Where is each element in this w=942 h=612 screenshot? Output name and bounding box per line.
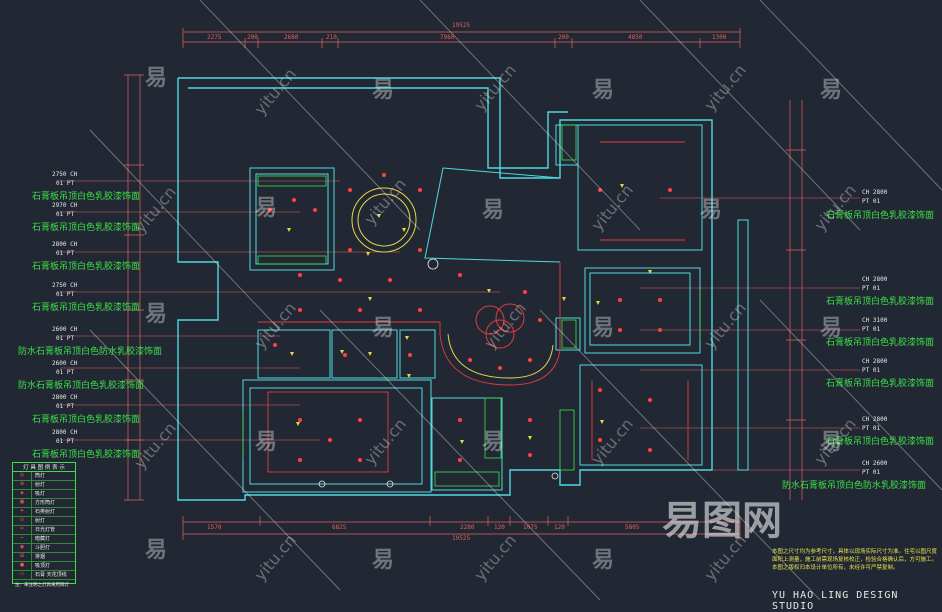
watermark-char: 易	[820, 78, 843, 103]
bottom-dim: 5805	[625, 524, 640, 531]
top-dim: 2680	[284, 34, 299, 41]
right-leader-lines	[640, 197, 860, 471]
bottom-dimension-lines	[182, 516, 741, 540]
legend-row: ┅暗藏灯	[13, 535, 75, 544]
watermark-char: 易	[592, 78, 615, 103]
watermark-char: 易	[592, 548, 615, 573]
watermark-char: 易	[482, 430, 505, 455]
watermark-char: 易	[145, 302, 168, 327]
watermark-char: 易	[372, 548, 395, 573]
watermark-char: 易	[820, 430, 843, 455]
bottom-dim: 2280	[460, 524, 475, 531]
legend-row: ●吸顶灯	[13, 562, 75, 571]
top-dimension-lines	[182, 28, 741, 48]
wall-details	[242, 124, 701, 487]
left-dimension-lines	[124, 74, 144, 501]
watermark-char: 易	[145, 66, 168, 91]
legend-row: ═日光灯管	[13, 526, 75, 535]
downlights	[268, 173, 672, 462]
design-notes: 本图之尺寸均为参考尺寸，具体以现场实际尺寸为准。住宅以图尺度面积上测量，施工前需…	[772, 549, 938, 571]
legend-row: ▭石膏 天花顶线	[13, 571, 75, 580]
top-dim: 200	[247, 34, 258, 41]
ceiling-circle	[351, 187, 554, 379]
bottom-dim: 1075	[523, 524, 538, 531]
legend-title: 灯 具 图 例 表 示	[13, 463, 75, 472]
watermark-lines	[89, 0, 942, 600]
ceiling-height-markers	[287, 184, 652, 444]
top-dim: 4850	[628, 34, 643, 41]
legend-row: ◈吸灯	[13, 490, 75, 499]
lighting-legend: 灯 具 图 例 表 示 ◎筒灯 ⊕射灯 ◈吸灯 ▣方形筒灯 ✦石英射灯 ⊙射灯 …	[12, 462, 76, 588]
bottom-dim: 1570	[207, 524, 222, 531]
legend-row: ⊙射灯	[13, 517, 75, 526]
watermark-char: 易	[255, 430, 278, 455]
central-light-decor	[475, 303, 525, 349]
overall-dimension-bottom: 19525	[452, 535, 471, 542]
top-dim: 210	[326, 34, 337, 41]
watermark-char: 易	[145, 538, 168, 563]
right-dimension-lines	[786, 100, 806, 500]
watermark-char: 易	[482, 198, 505, 223]
legend-row: ⊞排烟	[13, 553, 75, 562]
watermark-char: 易	[372, 78, 395, 103]
studio-name: YU HAO LING DESIGN STUDIO	[772, 590, 899, 612]
top-dim: 1300	[712, 34, 727, 41]
top-dim: 200	[558, 34, 569, 41]
watermark-char: 易	[700, 198, 723, 223]
watermark-char: 易	[255, 196, 278, 221]
ceiling-outline	[258, 141, 689, 473]
overall-dimension-top: 19525	[452, 22, 471, 29]
legend-row: ◎筒灯	[13, 472, 75, 481]
bottom-dim: 120	[494, 524, 505, 531]
top-dim: 7960	[440, 34, 455, 41]
legend-row: ⊕射灯	[13, 481, 75, 490]
watermark-char: 易	[592, 316, 615, 341]
bottom-dim: 120	[554, 524, 565, 531]
watermark-char: 易	[820, 316, 843, 341]
left-leader-lines	[60, 180, 500, 441]
legend-row: ✦石英射灯	[13, 508, 75, 517]
fixture-symbols	[318, 258, 559, 488]
bottom-dim: 6825	[332, 524, 347, 531]
brand-logo: 易图网	[662, 498, 782, 544]
watermark-char: 易	[372, 316, 395, 341]
legend-row: ▣方形筒灯	[13, 499, 75, 508]
legend-note: 注：未注明之灯具采用筒灯	[15, 583, 69, 588]
top-dim: 2275	[207, 34, 222, 41]
legend-row: ◉斗胆灯	[13, 544, 75, 553]
